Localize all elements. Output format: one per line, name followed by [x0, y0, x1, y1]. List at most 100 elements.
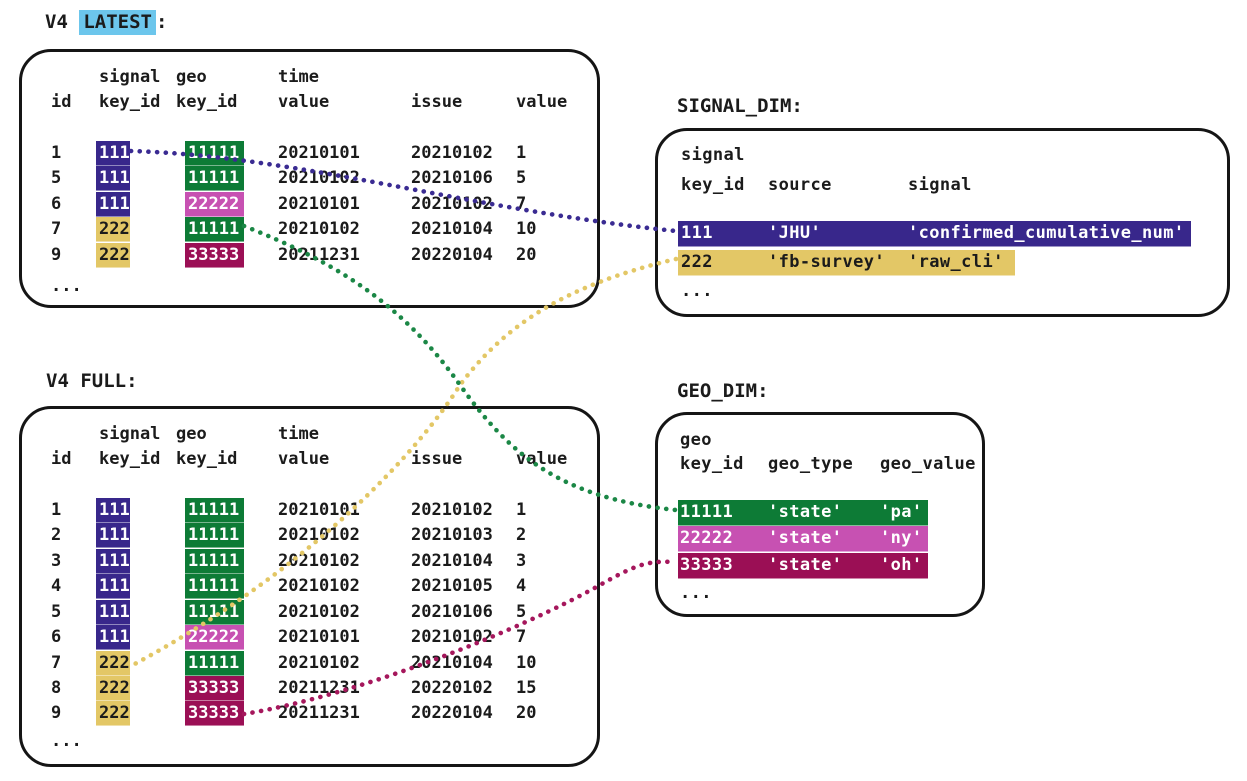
- header-cell: signal: [681, 145, 745, 165]
- table-cell: 20210104: [411, 653, 493, 673]
- header-cell: key_id: [176, 449, 238, 469]
- v4-latest-title-prefix: V4: [45, 11, 80, 33]
- key-cell-111: 111: [96, 625, 130, 650]
- header-cell: signal: [99, 67, 161, 87]
- dim-row-highlight-222: [678, 250, 1015, 276]
- key-cell-11111: 11111: [185, 549, 244, 574]
- dim-row-highlight-22222: [678, 526, 928, 552]
- v4-latest-title-suffix: :: [155, 11, 168, 33]
- table-cell: 'state': [768, 528, 843, 548]
- table-cell: 5: [51, 602, 62, 622]
- table-cell: 20: [516, 245, 537, 265]
- header-cell: signal: [908, 175, 972, 195]
- header-cell: value: [278, 449, 330, 469]
- key-cell-11111: 11111: [185, 217, 244, 242]
- table-cell: 3: [516, 551, 527, 571]
- table-cell: 1: [51, 500, 62, 520]
- header-cell: value: [516, 449, 568, 469]
- header-cell: geo: [176, 424, 207, 444]
- dim-row-highlight-33333: [678, 553, 928, 579]
- v4-latest-title: V4 LATEST:: [45, 10, 168, 35]
- key-cell-11111: 11111: [185, 574, 244, 599]
- table-cell: 20210106: [411, 602, 493, 622]
- table-cell: 'pa': [880, 502, 923, 522]
- table-cell: 20210104: [411, 219, 493, 239]
- table-cell: 20210101: [278, 500, 360, 520]
- table-cell: 'state': [768, 555, 843, 575]
- table-cell: 1: [516, 500, 527, 520]
- table-cell: 7: [516, 194, 527, 214]
- table-cell: 5: [516, 168, 527, 188]
- header-cell: id: [51, 92, 72, 112]
- ellipsis-more-rows: ...: [680, 583, 712, 603]
- table-cell: 20210106: [411, 168, 493, 188]
- table-cell: 20210102: [278, 168, 360, 188]
- table-cell: 22222: [680, 528, 734, 548]
- header-cell: signal: [99, 424, 161, 444]
- table-cell: 7: [516, 627, 527, 647]
- header-cell: key_id: [99, 92, 161, 112]
- key-cell-22222: 22222: [185, 192, 244, 217]
- key-cell-33333: 33333: [185, 701, 244, 726]
- header-cell: key_id: [176, 92, 238, 112]
- table-cell: 8: [51, 678, 62, 698]
- table-cell: 5: [51, 168, 62, 188]
- table-cell: 3: [51, 551, 62, 571]
- header-cell: source: [768, 175, 832, 195]
- table-cell: 20210102: [278, 576, 360, 596]
- table-cell: 20211231: [278, 703, 360, 723]
- table-cell: 15: [516, 678, 537, 698]
- table-cell: 6: [51, 627, 62, 647]
- table-cell: 2: [516, 525, 527, 545]
- key-cell-222: 222: [96, 243, 130, 268]
- table-cell: 5: [516, 602, 527, 622]
- key-cell-222: 222: [96, 217, 130, 242]
- table-cell: 20210102: [411, 194, 493, 214]
- key-cell-111: 111: [96, 549, 130, 574]
- key-cell-22222: 22222: [185, 625, 244, 650]
- table-cell: 111: [681, 223, 713, 243]
- signal-dim-title: SIGNAL_DIM:: [677, 95, 803, 117]
- table-cell: 'raw_cli': [908, 252, 1004, 272]
- key-cell-222: 222: [96, 651, 130, 676]
- table-cell: 4: [51, 576, 62, 596]
- table-cell: 33333: [680, 555, 734, 575]
- header-cell: geo_value: [880, 454, 976, 474]
- table-cell: 'oh': [880, 555, 923, 575]
- table-cell: 20210102: [278, 219, 360, 239]
- header-cell: geo: [176, 67, 207, 87]
- table-cell: 20211231: [278, 245, 360, 265]
- table-cell: 20210104: [411, 551, 493, 571]
- table-cell: 'JHU': [768, 223, 822, 243]
- geo-dim-title: GEO_DIM:: [677, 380, 769, 402]
- dim-row-highlight-111: [678, 221, 1191, 247]
- table-cell: 20210102: [278, 525, 360, 545]
- header-cell: value: [278, 92, 330, 112]
- table-cell: 1: [51, 143, 62, 163]
- table-cell: 20210101: [278, 627, 360, 647]
- key-cell-222: 222: [96, 676, 130, 701]
- key-cell-111: 111: [96, 600, 130, 625]
- table-cell: 7: [51, 653, 62, 673]
- header-cell: time: [278, 424, 319, 444]
- key-cell-111: 111: [96, 141, 130, 166]
- table-cell: 'state': [768, 502, 843, 522]
- header-cell: geo: [680, 430, 712, 450]
- table-cell: 222: [681, 252, 713, 272]
- key-cell-33333: 33333: [185, 243, 244, 268]
- key-cell-11111: 11111: [185, 600, 244, 625]
- key-cell-111: 111: [96, 523, 130, 548]
- key-cell-11111: 11111: [185, 651, 244, 676]
- key-cell-11111: 11111: [185, 523, 244, 548]
- header-cell: value: [516, 92, 568, 112]
- key-cell-222: 222: [96, 701, 130, 726]
- table-cell: 'confirmed_cumulative_num': [908, 223, 1185, 243]
- signal-dim-table: signal key_id source signal 111 'JHU' 'confirm…: [655, 128, 1230, 317]
- key-cell-111: 111: [96, 192, 130, 217]
- v4-full-title: V4 FULL:: [46, 370, 138, 392]
- header-cell: key_id: [681, 175, 745, 195]
- table-cell: 20220104: [411, 245, 493, 265]
- key-cell-111: 111: [96, 498, 130, 523]
- table-cell: 20210102: [278, 602, 360, 622]
